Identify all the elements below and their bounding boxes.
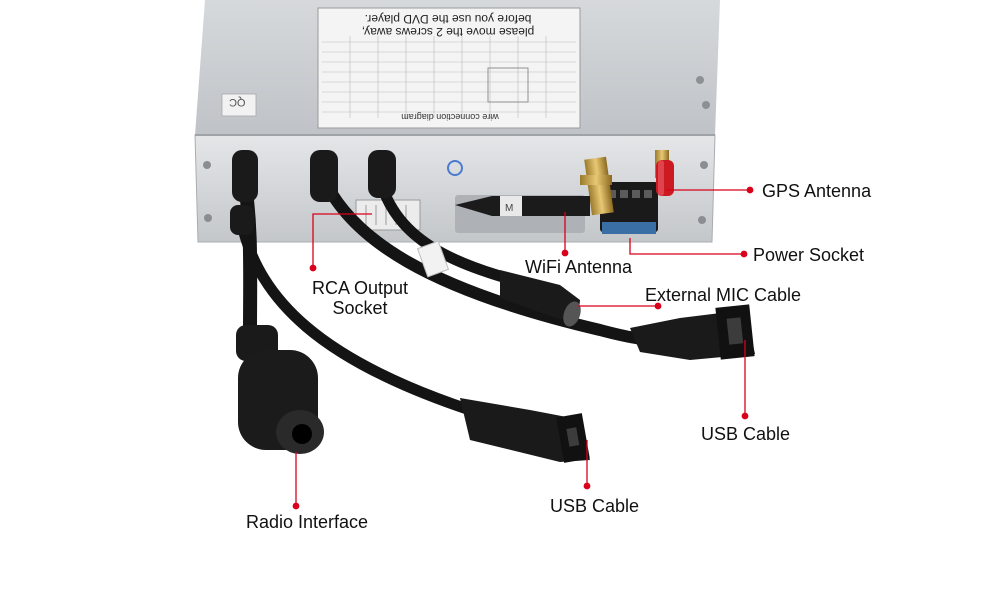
qc-stamp-icon — [221, 93, 257, 117]
screw-icon — [698, 216, 706, 224]
callout-rca-line1: RCA Output — [311, 278, 409, 298]
sticker-diagram-title: wire connection diagram — [401, 112, 499, 122]
callout-gps-antenna: GPS Antenna — [762, 181, 872, 201]
front-logo-icon — [447, 160, 463, 176]
leader-rca — [312, 213, 372, 268]
screw-icon — [700, 161, 708, 169]
sticker-warning-line1: please move the 2 screws away, — [361, 25, 535, 39]
callout-external-mic-cable: External MIC Cable — [645, 285, 802, 305]
usb-connector-left — [460, 398, 590, 462]
wifi-antenna-body — [455, 196, 590, 216]
cable-tag — [416, 240, 450, 278]
sticker-warning-text: please move the 2 screws away, before yo… — [322, 8, 574, 39]
leader-power — [629, 238, 744, 255]
screw-icon — [696, 76, 704, 84]
sticker-grid — [322, 36, 576, 118]
callout-rca-output-socket: RCA Output Socket — [300, 278, 420, 318]
qc-stamp-text: QC — [229, 96, 246, 108]
svg-text:M: M — [505, 203, 513, 214]
callout-wifi-antenna: WiFi Antenna — [525, 257, 633, 277]
screw-icon — [204, 214, 212, 222]
callout-usb-cable-left: USB Cable — [550, 496, 640, 516]
screw-icon — [203, 161, 211, 169]
wiring-sticker — [317, 7, 581, 129]
mic-plug — [500, 270, 580, 322]
screw-icon — [702, 101, 710, 109]
callout-radio-interface: Radio Interface — [246, 512, 369, 532]
sticker-warning-line2: before you use the DVD player. — [364, 12, 532, 26]
gps-gold-connector — [584, 156, 614, 216]
cable-usb-left — [236, 219, 476, 416]
callout-power-socket: Power Socket — [753, 245, 865, 265]
callout-rca-line2: Socket — [332, 298, 388, 318]
callout-usb-cable-right: USB Cable — [701, 424, 791, 444]
